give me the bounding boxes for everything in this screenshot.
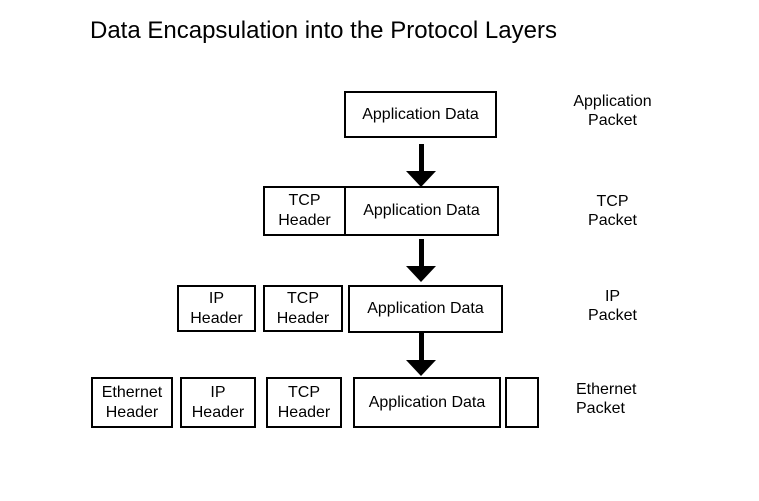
label-application-packet: Application Packet xyxy=(573,93,652,129)
box-ip-header-row3: IP Header xyxy=(177,285,256,332)
arrow-head xyxy=(406,171,436,187)
arrow-shaft xyxy=(418,333,424,360)
box-ethernet-header-row4: Ethernet Header xyxy=(91,377,173,428)
label-ethernet-packet: Ethernet Packet xyxy=(576,381,637,417)
box-application-data-row2: Application Data xyxy=(344,186,499,236)
arrow-shaft xyxy=(418,144,424,171)
box-application-data-row1: Application Data xyxy=(344,91,497,138)
arrow-head xyxy=(406,360,436,376)
label-tcp-packet: TCP Packet xyxy=(588,193,637,229)
box-application-data-row3: Application Data xyxy=(348,285,503,333)
box-ip-header-row4: IP Header xyxy=(180,377,256,428)
arrow-shaft xyxy=(418,239,424,266)
down-arrow-icon xyxy=(404,144,438,187)
box-tcp-header-row3: TCP Header xyxy=(263,285,343,332)
box-application-data-row4: Application Data xyxy=(353,377,501,428)
page-title: Data Encapsulation into the Protocol Lay… xyxy=(90,17,557,44)
box-tcp-header-row2: TCP Header xyxy=(263,186,346,236)
arrow-head xyxy=(406,266,436,282)
box-ethernet-trailer-row4 xyxy=(505,377,539,428)
box-tcp-header-row4: TCP Header xyxy=(266,377,342,428)
label-ip-packet: IP Packet xyxy=(588,288,637,324)
down-arrow-icon xyxy=(404,239,438,282)
down-arrow-icon xyxy=(404,333,438,376)
